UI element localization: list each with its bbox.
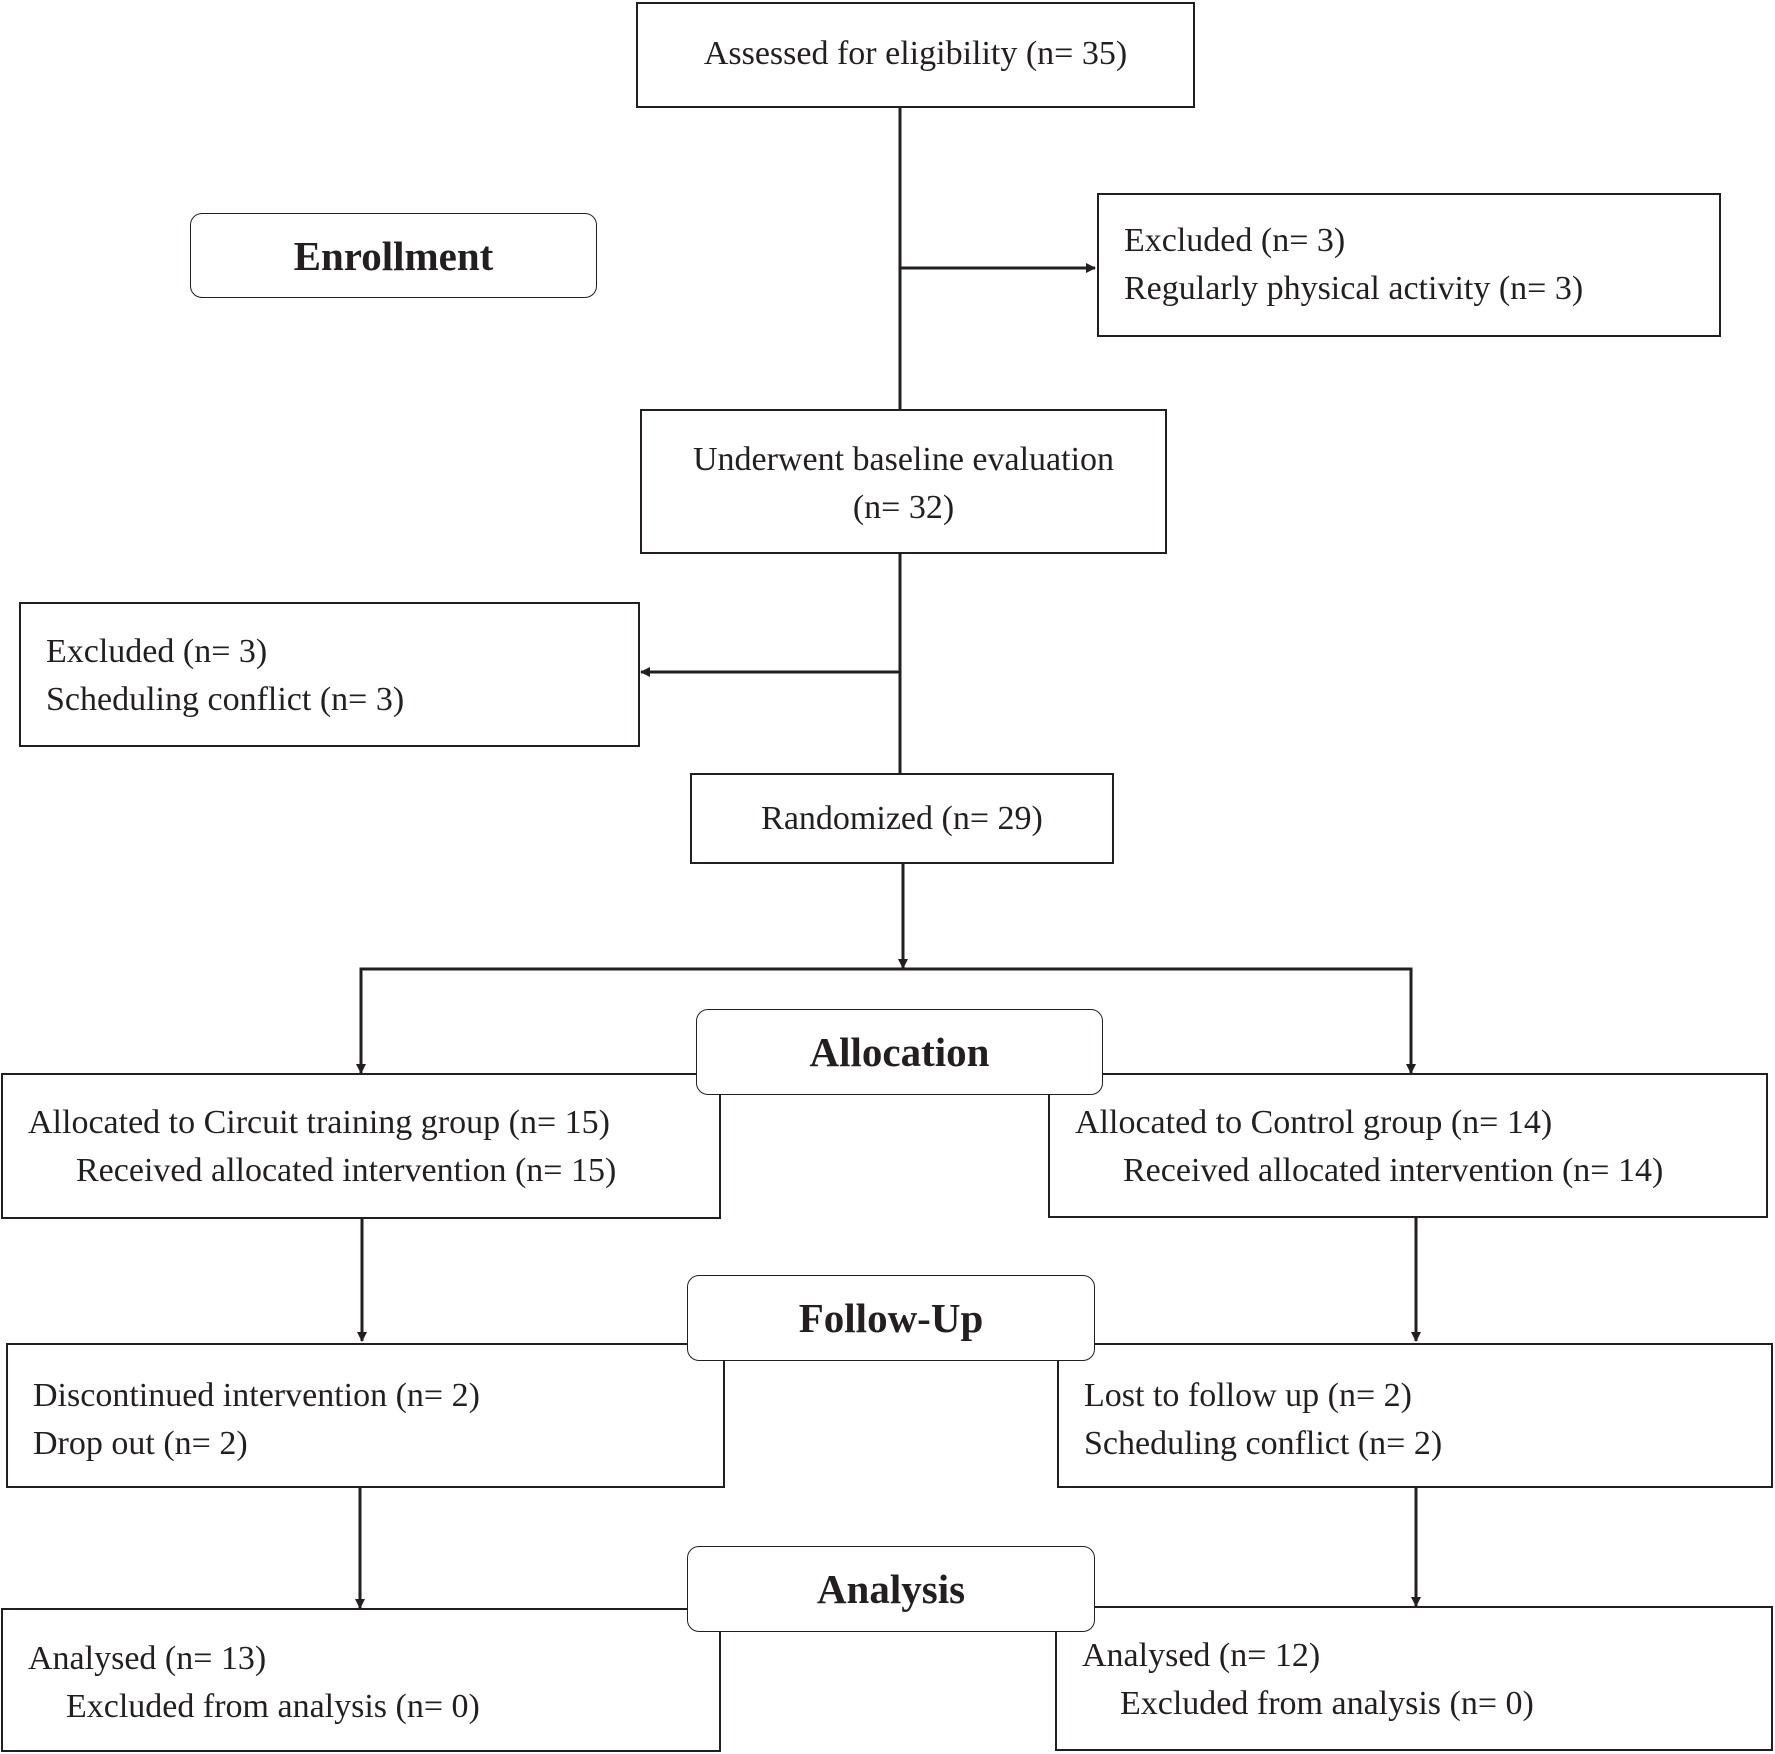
excluded-1-title: Excluded (n= 3) <box>1124 222 1346 259</box>
analysis-label-text: Analysis <box>816 1566 966 1612</box>
circuit-allocation-box: Allocated to Circuit training group (n= … <box>1 1073 721 1219</box>
baseline-box: Underwent baseline evaluation (n= 32) <box>640 409 1167 554</box>
enrollment-label: Enrollment <box>190 213 597 298</box>
control-followup-box: Lost to follow up (n= 2) Scheduling conf… <box>1057 1343 1773 1488</box>
circuit-analysis-title: Analysed (n= 13) <box>28 1640 267 1677</box>
enrollment-label-text: Enrollment <box>293 232 494 279</box>
circuit-followup-box: Discontinued intervention (n= 2) Drop ou… <box>6 1343 725 1488</box>
circuit-allocation-title: Allocated to Circuit training group (n= … <box>28 1104 610 1141</box>
circuit-analysis-detail: Excluded from analysis (n= 0) <box>66 1688 480 1725</box>
follow-up-label: Follow-Up <box>687 1275 1095 1361</box>
excluded-box-2: Excluded (n= 3) Scheduling conflict (n= … <box>19 602 640 747</box>
excluded-2-reason: Scheduling conflict (n= 3) <box>46 681 405 718</box>
assessed-text: Assessed for eligibility (n= 35) <box>703 35 1128 72</box>
baseline-line-2: (n= 32) <box>852 489 955 526</box>
control-allocation-detail: Received allocated intervention (n= 14) <box>1123 1152 1664 1189</box>
excluded-1-reason: Regularly physical activity (n= 3) <box>1124 270 1584 307</box>
control-followup-detail: Scheduling conflict (n= 2) <box>1084 1425 1443 1462</box>
excluded-2-title: Excluded (n= 3) <box>46 633 268 670</box>
control-allocation-box: Allocated to Control group (n= 14) Recei… <box>1048 1073 1768 1218</box>
allocation-label: Allocation <box>696 1009 1103 1095</box>
control-analysis-title: Analysed (n= 12) <box>1082 1637 1321 1674</box>
assessed-box: Assessed for eligibility (n= 35) <box>636 2 1195 108</box>
allocation-label-text: Allocation <box>809 1029 990 1075</box>
randomized-text: Randomized (n= 29) <box>761 800 1043 837</box>
circuit-analysis-box: Analysed (n= 13) Excluded from analysis … <box>1 1608 721 1752</box>
control-analysis-detail: Excluded from analysis (n= 0) <box>1120 1685 1534 1722</box>
control-allocation-title: Allocated to Control group (n= 14) <box>1075 1104 1553 1141</box>
allocation-split-line <box>359 967 1413 1073</box>
analysis-label: Analysis <box>687 1546 1095 1632</box>
circuit-allocation-detail: Received allocated intervention (n= 15) <box>76 1152 617 1189</box>
excluded-box-1: Excluded (n= 3) Regularly physical activ… <box>1097 193 1721 337</box>
follow-up-label-text: Follow-Up <box>798 1295 984 1341</box>
randomized-box: Randomized (n= 29) <box>690 773 1114 864</box>
circuit-followup-title: Discontinued intervention (n= 2) <box>33 1377 480 1414</box>
control-followup-title: Lost to follow up (n= 2) <box>1084 1377 1412 1414</box>
baseline-line-1: Underwent baseline evaluation <box>692 441 1115 478</box>
control-analysis-box: Analysed (n= 12) Excluded from analysis … <box>1055 1606 1773 1751</box>
circuit-followup-detail: Drop out (n= 2) <box>33 1425 248 1462</box>
